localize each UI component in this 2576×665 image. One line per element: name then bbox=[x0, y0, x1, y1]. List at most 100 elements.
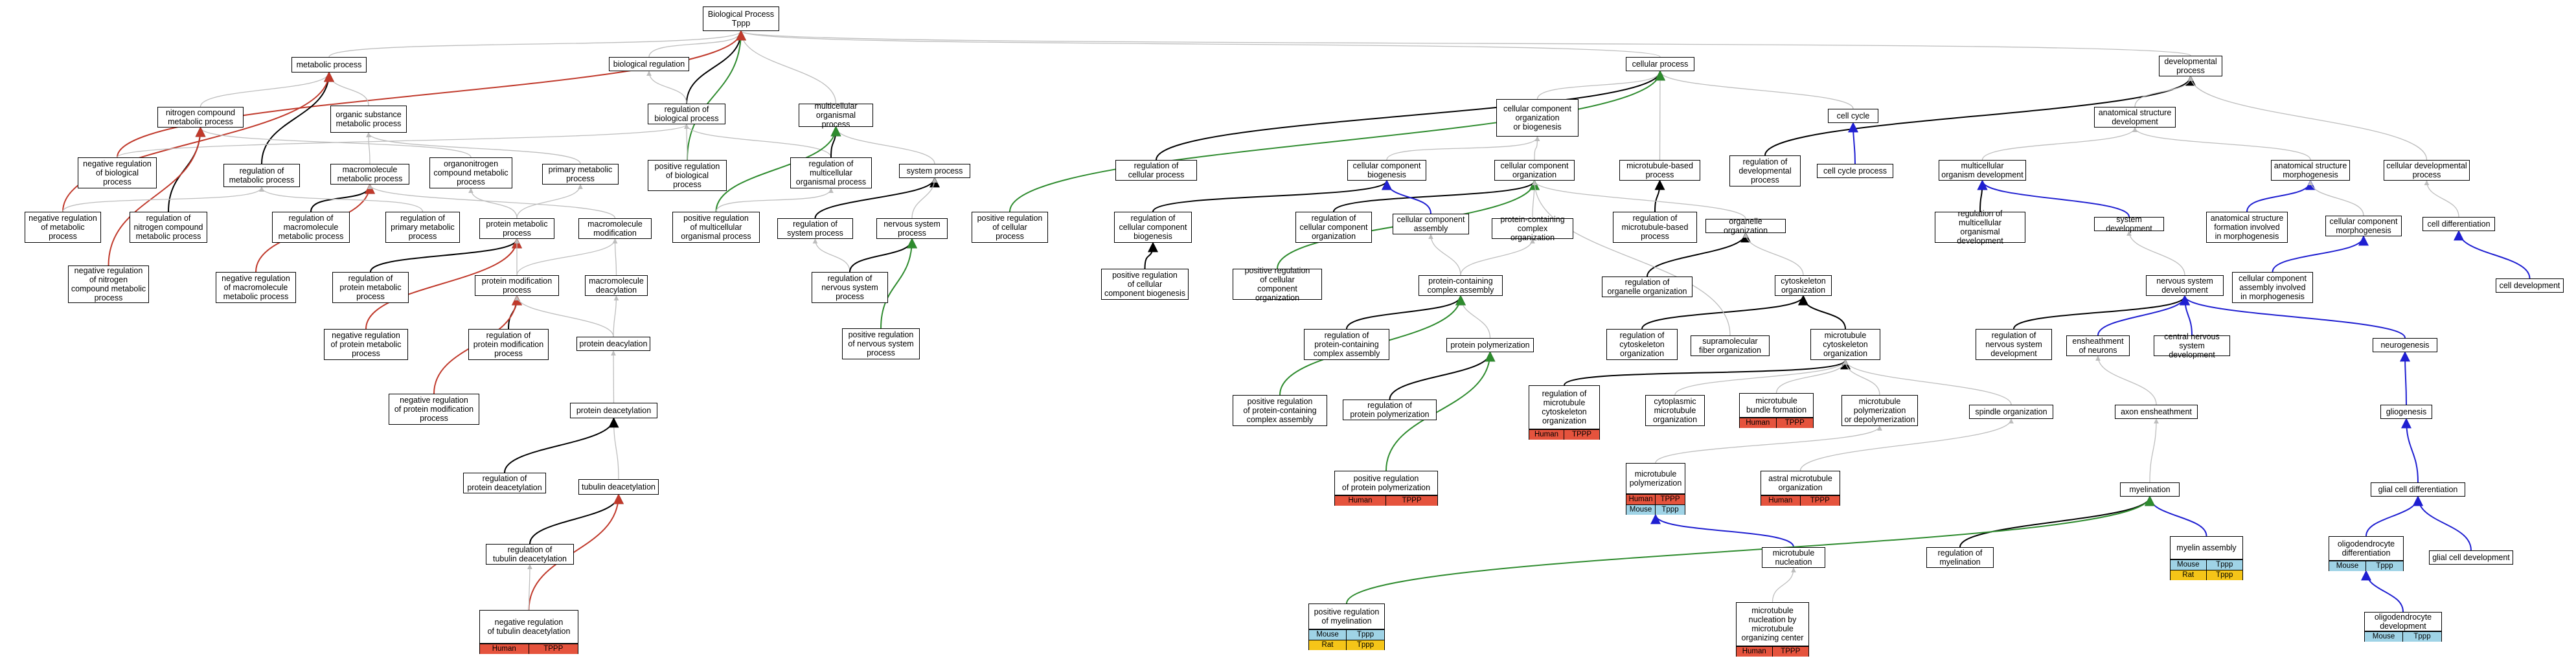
go-term-reg-multicell-dev[interactable]: regulation of multicellular organismal d… bbox=[1935, 209, 2025, 245]
go-term-cns-dev[interactable]: central nervous system development bbox=[2154, 332, 2230, 359]
go-term-mt-polym[interactable]: microtubule polymerization bbox=[1626, 463, 1685, 494]
go-term-organonitrogen[interactable]: organonitrogen compound metabolic proces… bbox=[429, 157, 512, 188]
go-term-cyto-mt-org[interactable]: cytoplasmic microtubule organization bbox=[1645, 395, 1705, 426]
go-term-gliogenesis[interactable]: gliogenesis bbox=[2380, 405, 2432, 419]
go-term-reg-cytoskeleton-org[interactable]: regulation of cytoskeleton organization bbox=[1606, 329, 1678, 360]
go-term-anat-form[interactable]: anatomical structure formation involved … bbox=[2206, 212, 2288, 243]
go-term-reg-cc-biogen[interactable]: regulation of cellular component biogene… bbox=[1114, 212, 1192, 243]
go-term-reg-mt-cytoskeleton-org[interactable]: regulation of microtubule cytoskeleton o… bbox=[1529, 385, 1600, 429]
go-term-pos-reg-multicell[interactable]: positive regulation of multicellular org… bbox=[672, 212, 760, 243]
go-term-protein-metab[interactable]: protein metabolic process bbox=[479, 218, 554, 239]
go-term-system-dev[interactable]: system development bbox=[2094, 215, 2164, 233]
go-term-neg-reg-protein-metab[interactable]: negative regulation of protein metabolic… bbox=[324, 329, 408, 360]
go-term-astral-mt[interactable]: astral microtubule organization bbox=[1761, 471, 1840, 495]
go-term-pos-reg-myelination[interactable]: positive regulation of myelination bbox=[1308, 603, 1385, 629]
go-term-reg-primary[interactable]: regulation of primary metabolic process bbox=[385, 212, 460, 243]
go-term-neg-reg-metab[interactable]: negative regulation of metabolic process bbox=[25, 212, 101, 243]
go-term-reg-organelle-org[interactable]: regulation of organelle organization bbox=[1602, 276, 1693, 297]
go-term-cell-cycle[interactable]: cell cycle bbox=[1828, 109, 1878, 123]
go-term-reg-nitrogen[interactable]: regulation of nitrogen compound metaboli… bbox=[130, 212, 207, 243]
go-term-glial-diff[interactable]: glial cell differentiation bbox=[2371, 482, 2465, 497]
go-term-reg-cellular[interactable]: regulation of cellular process bbox=[1115, 160, 1197, 181]
go-term-cellular-process[interactable]: cellular process bbox=[1626, 57, 1694, 71]
go-term-pos-reg-pc-complex[interactable]: positive regulation of protein-containin… bbox=[1233, 395, 1327, 426]
go-term-mt-bundle[interactable]: microtubule bundle formation bbox=[1739, 393, 1814, 418]
go-term-bp[interactable]: Biological Process Tppp bbox=[703, 6, 779, 31]
go-term-tubulin-deacet[interactable]: tubulin deacetylation bbox=[578, 479, 659, 495]
go-term-spindle-org[interactable]: spindle organization bbox=[1969, 405, 2053, 419]
go-term-cell-diff[interactable]: cell differentiation bbox=[2422, 217, 2495, 231]
go-term-reg-bio[interactable]: regulation of biological process bbox=[648, 104, 725, 124]
go-term-mt-nucl-moc[interactable]: microtubule nucleation by microtubule or… bbox=[1736, 602, 1809, 646]
go-term-glial-dev[interactable]: glial cell development bbox=[2429, 550, 2513, 565]
go-term-nervous-process[interactable]: nervous system process bbox=[876, 218, 948, 239]
go-term-reg-protein-mod[interactable]: regulation of protein modification proce… bbox=[468, 329, 549, 360]
go-term-myelination[interactable]: myelination bbox=[2120, 482, 2180, 497]
go-term-neg-reg-nitrogen[interactable]: negative regulation of nitrogen compound… bbox=[68, 265, 149, 303]
go-term-cell-cycle-process[interactable]: cell cycle process bbox=[1817, 164, 1893, 178]
go-term-pos-reg-cc-org[interactable]: positive regulation of cellular componen… bbox=[1233, 266, 1322, 302]
go-term-oligo-diff[interactable]: oligodendrocyte differentiation bbox=[2329, 536, 2404, 561]
go-term-supramol-fiber[interactable]: supramolecular fiber organization bbox=[1691, 335, 1770, 356]
go-term-reg-protein-polym[interactable]: regulation of protein polymerization bbox=[1343, 400, 1437, 420]
go-term-organic[interactable]: organic substance metabolic process bbox=[330, 106, 407, 133]
go-term-neg-reg-tubulin-deacet[interactable]: negative regulation of tubulin deacetyla… bbox=[479, 610, 578, 644]
go-term-organelle-org[interactable]: organelle organization bbox=[1705, 217, 1786, 235]
go-term-reg-protein-deacet[interactable]: regulation of protein deacetylation bbox=[463, 473, 546, 493]
go-term-pos-reg-cellular[interactable]: positive regulation of cellular process bbox=[972, 212, 1048, 243]
go-term-axon-ensheath[interactable]: axon ensheathment bbox=[2115, 405, 2198, 419]
go-term-reg-cc-org[interactable]: regulation of cellular component organiz… bbox=[1295, 212, 1372, 243]
go-term-macromol[interactable]: macromolecule metabolic process bbox=[330, 164, 409, 185]
go-term-protein-deacyl[interactable]: protein deacylation bbox=[576, 337, 650, 351]
go-term-protein-deacet[interactable]: protein deacetylation bbox=[570, 403, 657, 418]
go-term-macromol-mod[interactable]: macromolecule modification bbox=[578, 218, 652, 239]
go-term-cc-assembly-morph[interactable]: cellular component assembly involved in … bbox=[2232, 272, 2313, 303]
go-term-mt-polym-depolym[interactable]: microtubule polymerization or depolymeri… bbox=[1841, 395, 1918, 426]
go-term-reg-myelination[interactable]: regulation of myelination bbox=[1926, 547, 1994, 568]
go-term-reg-nervous-dev[interactable]: regulation of nervous system development bbox=[1976, 329, 2052, 360]
go-term-cell-dev[interactable]: cell development bbox=[2496, 278, 2564, 293]
go-term-cc-biogen[interactable]: cellular component biogenesis bbox=[1347, 160, 1426, 181]
go-term-developmental[interactable]: developmental process bbox=[2159, 56, 2222, 76]
go-term-neurogenesis[interactable]: neurogenesis bbox=[2373, 338, 2437, 352]
go-term-cc-assembly[interactable]: cellular component assembly bbox=[1393, 214, 1469, 234]
go-term-multicell[interactable]: multicellular organismal process bbox=[799, 102, 873, 129]
go-term-reg-system[interactable]: regulation of system process bbox=[777, 218, 853, 239]
go-term-reg-tubulin-deacet[interactable]: regulation of tubulin deacetylation bbox=[486, 544, 574, 565]
go-term-primary-metab[interactable]: primary metabolic process bbox=[542, 164, 619, 185]
go-term-multicell-dev[interactable]: multicellular organism development bbox=[1939, 160, 2026, 181]
go-term-pos-reg-nervous[interactable]: positive regulation of nervous system pr… bbox=[842, 328, 920, 359]
go-term-mt-nucleation[interactable]: microtubule nucleation bbox=[1762, 547, 1825, 568]
go-term-reg-pc-complex-assembly[interactable]: regulation of protein-containing complex… bbox=[1304, 329, 1389, 360]
go-term-pc-complex-org[interactable]: protein-containing complex organization bbox=[1492, 215, 1573, 242]
go-term-neg-reg-macromol[interactable]: negative regulation of macromolecule met… bbox=[216, 272, 296, 303]
go-term-mt-based[interactable]: microtubule-based process bbox=[1619, 160, 1700, 181]
go-term-metabolic[interactable]: metabolic process bbox=[291, 57, 367, 73]
go-term-ensheath[interactable]: ensheathment of neurons bbox=[2066, 335, 2130, 356]
go-term-oligo-dev[interactable]: oligodendrocyte development bbox=[2364, 612, 2442, 631]
go-term-cc-morph[interactable]: cellular component morphogenesis bbox=[2325, 216, 2402, 236]
go-term-reg-macromol[interactable]: regulation of macromolecule metabolic pr… bbox=[272, 212, 350, 243]
go-term-nervous-dev[interactable]: nervous system development bbox=[2146, 275, 2224, 296]
go-term-pos-reg-cc-biogen[interactable]: positive regulation of cellular componen… bbox=[1101, 269, 1189, 300]
go-term-reg-nervous[interactable]: regulation of nervous system process bbox=[812, 272, 888, 303]
go-term-mt-cytoskeleton-org[interactable]: microtubule cytoskeleton organization bbox=[1810, 329, 1880, 360]
go-term-myelin-assembly[interactable]: myelin assembly bbox=[2170, 536, 2243, 559]
go-term-neg-reg-bio[interactable]: negative regulation of biological proces… bbox=[78, 157, 157, 188]
go-term-pos-reg-bio[interactable]: positive regulation of biological proces… bbox=[648, 160, 727, 191]
go-term-reg-mt-based[interactable]: regulation of microtubule-based process bbox=[1613, 212, 1697, 243]
go-term-reg-dev[interactable]: regulation of developmental process bbox=[1729, 155, 1801, 186]
go-term-macromol-deacyl[interactable]: macromolecule deacylation bbox=[585, 275, 648, 296]
go-term-biological-regulation[interactable]: biological regulation bbox=[609, 57, 689, 71]
go-term-reg-metab[interactable]: regulation of metabolic process bbox=[223, 164, 300, 187]
go-term-system-process[interactable]: system process bbox=[899, 164, 970, 178]
go-term-cell-dev-process[interactable]: cellular developmental process bbox=[2384, 160, 2470, 181]
go-term-protein-mod[interactable]: protein modification process bbox=[475, 275, 559, 296]
go-term-cytoskeleton-org[interactable]: cytoskeleton organization bbox=[1775, 275, 1832, 296]
go-term-cc-org[interactable]: cellular component organization bbox=[1494, 160, 1575, 181]
go-term-anat-morph[interactable]: anatomical structure morphogenesis bbox=[2271, 160, 2350, 181]
go-term-pos-reg-protein-polym[interactable]: positive regulation of protein polymeriz… bbox=[1334, 471, 1438, 495]
go-term-ccobiogen[interactable]: cellular component organization or bioge… bbox=[1496, 99, 1579, 137]
go-term-anat-dev[interactable]: anatomical structure development bbox=[2094, 107, 2176, 128]
go-term-reg-protein-metab[interactable]: regulation of protein metabolic process bbox=[332, 272, 409, 303]
